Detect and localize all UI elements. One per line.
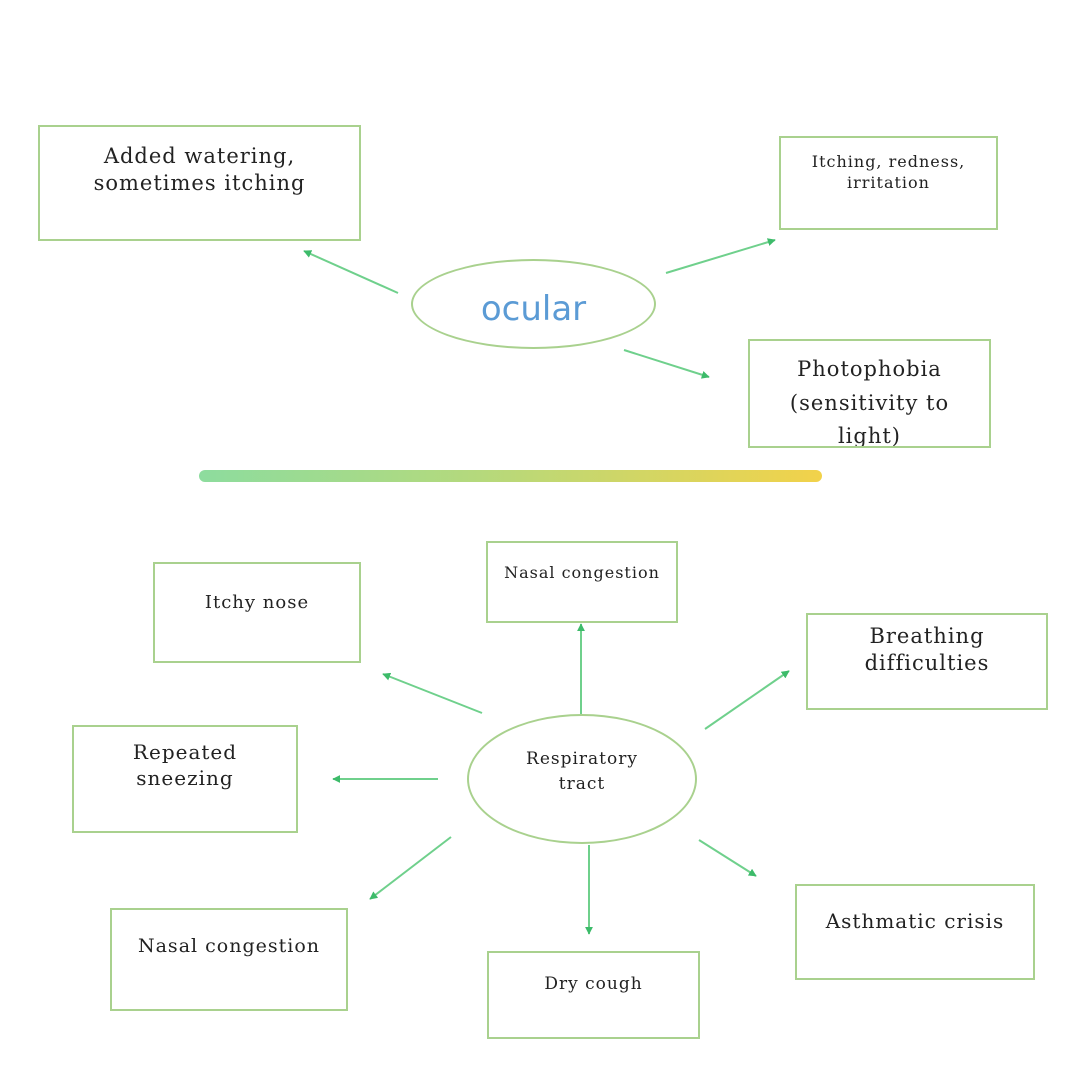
symptom-box-dry-cough: Dry cough [487,951,700,1039]
arrow-ocular-to-watering [303,250,399,294]
symptom-box-itching-redness: Itching, redness, irritation [779,136,998,230]
symptom-box-asthmatic-crisis: Asthmatic crisis [795,884,1035,980]
arrow-ocular-to-itching [665,238,776,274]
symptom-label: Photophobia (sensitivity to light) [789,357,950,448]
center-label: Respiratory tract [526,748,638,795]
arrow-resp-to-asthmatic [698,839,757,877]
symptom-box-nasal-congestion-bottom: Nasal congestion [110,908,348,1011]
symptom-box-watering: Added watering, sometimes itching [38,125,361,241]
arrow-resp-to-itchy-nose [382,672,483,714]
section-divider [199,470,822,482]
symptom-box-itchy-nose: Itchy nose [153,562,361,663]
center-node-respiratory: Respiratory tract [467,714,697,844]
symptom-label: Dry cough [544,974,643,994]
symptom-label: Nasal congestion [504,563,660,582]
center-node-ocular: ocular [411,259,656,349]
symptom-label: Added watering, sometimes itching [93,144,306,196]
symptom-box-photophobia: Photophobia (sensitivity to light) [748,339,991,448]
arrow-resp-to-nasal-bottom [369,836,452,900]
symptom-label: Breathing difficulties [864,624,990,676]
center-label: ocular [480,289,587,329]
symptom-label: Nasal congestion [137,935,320,957]
arrow-resp-to-breathing [704,670,790,730]
symptom-label: Itching, redness, irritation [811,152,966,192]
arrow-ocular-to-photophobia [623,349,710,379]
symptom-box-sneezing: Repeated sneezing [72,725,298,833]
symptom-box-breathing: Breathing difficulties [806,613,1048,710]
symptom-label: Asthmatic crisis [825,909,1005,933]
symptom-box-nasal-congestion-top: Nasal congestion [486,541,678,623]
symptom-label: Itchy nose [204,592,310,613]
symptom-label: Repeated sneezing [132,740,238,790]
